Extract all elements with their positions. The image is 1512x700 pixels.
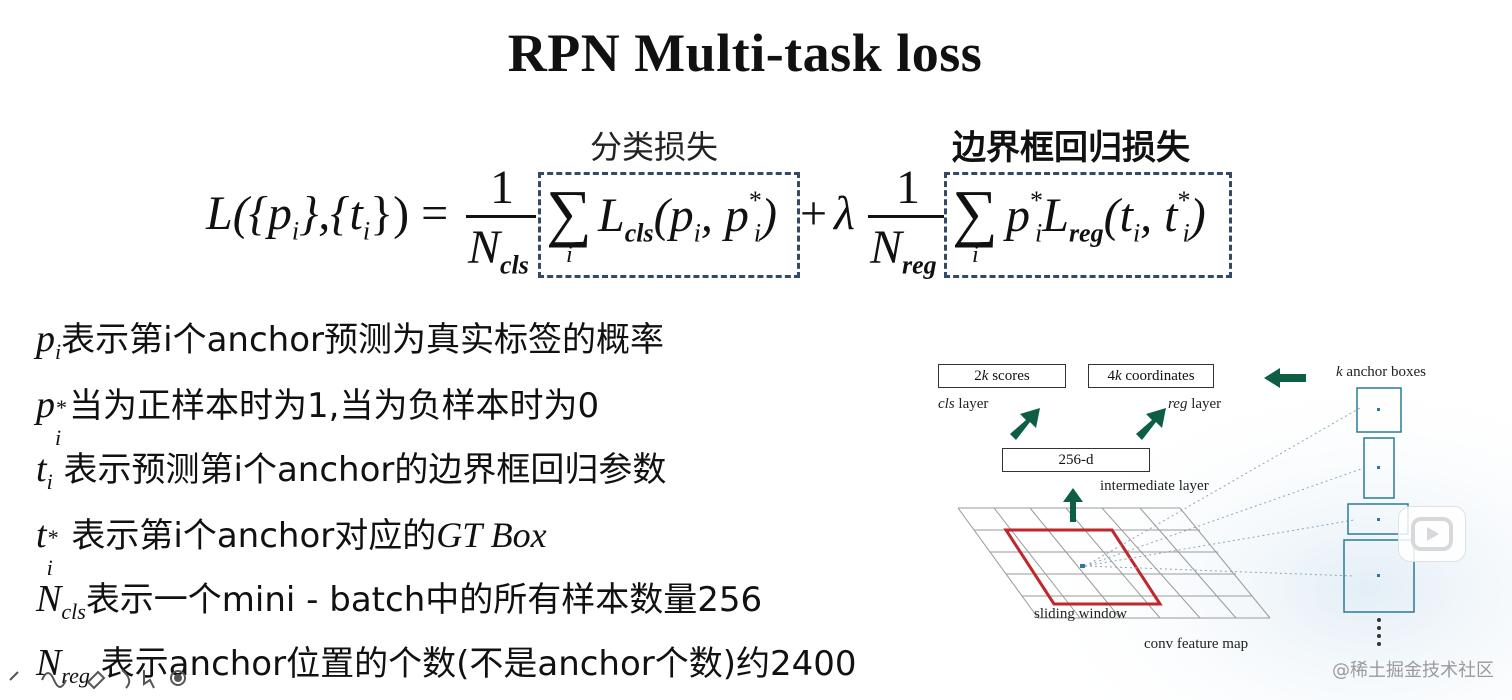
anchor-box	[1356, 387, 1402, 433]
sliding-window-frame	[1003, 528, 1163, 606]
sum2-index: i	[972, 242, 979, 268]
pen-tool-icon[interactable]	[41, 672, 67, 688]
frac2-denominator: Nreg	[870, 221, 937, 280]
frac1-bar	[466, 215, 536, 218]
record-tool-icon[interactable]	[170, 670, 186, 686]
definition-item: Ncls表示一个mini - batch中的所有样本数量256	[36, 578, 763, 624]
cls-loss-box	[538, 172, 800, 278]
arrow-from-anchors	[1264, 368, 1306, 388]
definition-item: t*i 表示第i个anchor对应的GT Box	[36, 514, 547, 580]
cls-layer-label: cls layer	[938, 396, 989, 412]
plus-sign: +	[800, 187, 828, 240]
sum1-symbol: ∑	[546, 177, 592, 248]
intermediate-layer-label: intermediate layer	[1100, 478, 1209, 494]
up-arrow-to-intermediate	[1063, 488, 1083, 522]
anchor-box	[1343, 539, 1415, 613]
sliding-window-label: sliding window	[1034, 606, 1127, 622]
reg-loss-box	[944, 172, 1232, 278]
arrow-to-cls	[1010, 408, 1040, 440]
cls-term: Lcls(pi, p*i)	[598, 186, 778, 248]
definition-item: pi表示第i个anchor预测为真实标签的概率	[36, 318, 664, 364]
reg-layer-label: reg layer	[1168, 396, 1222, 412]
watermark: @稀土掘金技术社区	[1332, 660, 1494, 681]
conv-feature-map-label: conv feature map	[1144, 636, 1249, 652]
scores-box: 2k scores	[938, 364, 1066, 388]
frac1-numerator: 1	[490, 161, 514, 214]
reg-loss-label: 边界框回归损失	[952, 128, 1190, 168]
arrow-tool-icon[interactable]	[9, 671, 19, 681]
sum1-index: i	[566, 242, 573, 268]
anchor-boxes-label: k anchor boxes	[1336, 364, 1426, 380]
definition-item: Nreg 表示anchor位置的个数(不是anchor个数)约2400	[36, 642, 857, 688]
diagram-graphics	[930, 330, 1512, 700]
ellipsis-dots	[1377, 618, 1381, 646]
definition-item: ti 表示预测第i个anchor的边界框回归参数	[36, 448, 667, 494]
slide-title: RPN Multi-task loss	[507, 23, 983, 83]
video-play-button[interactable]	[1398, 506, 1466, 562]
sum2-symbol: ∑	[952, 177, 998, 248]
frac1-denominator: Ncls	[468, 221, 529, 280]
projection-lines	[1084, 407, 1365, 577]
intermediate-box: 256-d	[1002, 448, 1150, 472]
anchor-boxes	[1343, 387, 1415, 613]
play-icon	[1411, 517, 1453, 551]
anchor-box	[1363, 437, 1395, 499]
window-center-dot	[1080, 564, 1085, 568]
highlighter-tool-icon[interactable]	[121, 669, 131, 689]
arrow-to-reg	[1136, 408, 1166, 440]
eraser-tool-icon[interactable]	[86, 670, 106, 690]
frac2-bar	[868, 215, 944, 218]
reg-term: p*iLreg(ti, t*i)	[1006, 186, 1206, 248]
frac2-numerator: 1	[896, 161, 920, 214]
lambda-symbol: λ	[834, 187, 855, 240]
flow-arrows	[1010, 368, 1306, 522]
anchor-centers	[1377, 408, 1380, 577]
coordinates-box: 4k coordinates	[1088, 364, 1214, 388]
cls-loss-label: 分类损失	[590, 128, 719, 166]
pointer-tool-icon[interactable]	[143, 670, 155, 689]
formula-lhs: L({pi},{ti}) =	[206, 187, 449, 246]
annotation-toolbar	[4, 662, 194, 692]
